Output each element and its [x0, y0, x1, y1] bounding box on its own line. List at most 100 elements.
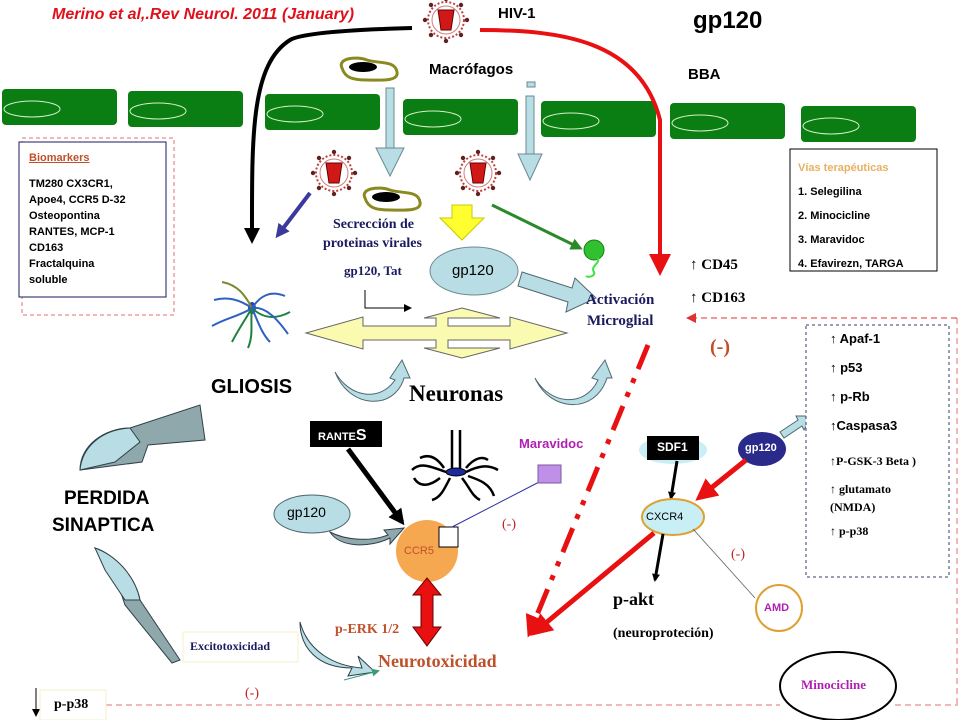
- biomarker-item: Apoe4, CCR5 D-32: [29, 194, 126, 206]
- hiv-to-gliosis-arrow: [243, 26, 413, 244]
- apoptosis-marker-item: ↑ glutamato: [830, 482, 891, 496]
- perdida-label-line2: SINAPTICA: [52, 515, 155, 536]
- macrophage-transit-arrow-right: [517, 81, 543, 182]
- gp120-right-label: gp120: [745, 442, 777, 454]
- apoptosis-markers-box: [805, 324, 950, 578]
- therapy-item: 3. Maravidoc: [798, 234, 865, 246]
- inhibit-label-amd: (-): [731, 547, 745, 562]
- macrophage-icon: [339, 56, 399, 82]
- citation: Merino et al,.Rev Neurol. 2011 (January): [52, 6, 355, 23]
- macrophage-icon: [362, 186, 422, 212]
- sdf1-to-cxcr4-arrow: [668, 460, 679, 500]
- gp120-to-cxcr4-arrow: [695, 458, 748, 501]
- therapy-item: 4. Efavirezn, TARGA: [798, 258, 904, 270]
- curved-arrow-right: [534, 358, 613, 406]
- neuroproteccion-label: (neuroproteción): [613, 626, 714, 641]
- rantes-label: RANTES: [318, 427, 367, 445]
- bba-cell: [127, 90, 244, 128]
- teal-arrow: [343, 668, 380, 681]
- amd-label: AMD: [764, 602, 790, 614]
- blood-brain-barrier: [1, 88, 917, 143]
- microglia-to-neurotoxicity-arrow: [525, 344, 651, 638]
- gp120-center-node: [429, 246, 519, 296]
- ccr5-label: CCR5: [404, 545, 434, 557]
- amd-inhibition-line: [692, 528, 756, 599]
- inhibit-label-bottom: (-): [245, 686, 259, 701]
- virus-icon: [453, 148, 503, 198]
- rantes-label-suffix: S: [355, 427, 367, 444]
- gp120-right-node: [738, 432, 786, 466]
- gp120-tat-arrow: [364, 290, 412, 312]
- therapy-item: 1. Selegilina: [798, 186, 862, 198]
- therapy-item: 2. Minocicline: [798, 210, 871, 222]
- pakt-label: p-akt: [613, 589, 655, 609]
- neuron-icon: [411, 430, 499, 502]
- sdf1-label: SDF1: [657, 440, 688, 454]
- excitotoxicidad-label: Excitotoxicidad: [190, 639, 270, 653]
- therapies-title: Vías terapéuticas: [798, 162, 889, 174]
- apoptosis-marker-item: ↑ Apaf-1: [830, 331, 881, 346]
- curved-arrow-left: [334, 358, 411, 402]
- macrofagos-label: Macrófagos: [429, 61, 514, 78]
- maravidoc-label: Maravidoc: [519, 436, 584, 451]
- virus-to-microglia-arrow: [491, 203, 583, 250]
- apoptosis-markers-content: ↑ Apaf-1 ↑ p53 ↑ p-Rb ↑Caspasa3 ↑P-GSK-3…: [830, 331, 916, 539]
- rantes-to-ccr5-arrow: [345, 447, 405, 526]
- perdida-label-line1: PERDIDA: [64, 488, 150, 509]
- activacion-label-line1: Activación: [586, 292, 655, 308]
- apoptosis-marker-item: ↑ p-Rb: [830, 389, 870, 404]
- bba-cell: [264, 93, 381, 131]
- inhibit-label-top: (-): [710, 336, 730, 358]
- gp120-tat-label: gp120, Tat: [344, 263, 402, 278]
- cxcr4-label: CXCR4: [646, 511, 684, 523]
- activacion-label-line2: Microglial: [587, 313, 654, 329]
- biomarker-item: Fractalquina: [29, 258, 95, 270]
- perk-label: p-ERK 1/2: [335, 622, 400, 637]
- rantes-box: [310, 421, 382, 447]
- cxcr4-to-pakt-arrow: [652, 533, 665, 582]
- bba-label: BBA: [688, 66, 721, 83]
- bba-cell: [669, 102, 786, 140]
- biomarker-item: RANTES, MCP-1: [29, 226, 115, 238]
- neuron-interaction-cross-arrow: [304, 307, 569, 359]
- maravidoc-inhibition-line: [451, 478, 546, 528]
- hiv-virus-icon: [421, 0, 471, 45]
- bba-cell: [402, 98, 519, 136]
- bba-cell: [800, 105, 917, 143]
- astrocyte-icon: [211, 281, 291, 349]
- gp120-title: gp120: [693, 7, 763, 34]
- apoptosis-marker-item: ↑ p53: [830, 360, 863, 375]
- biomarkers-content: Biomarkers TM280 CX3CR1, Apoe4, CCR5 D-3…: [29, 150, 126, 288]
- amd-circle: [755, 584, 803, 632]
- biomarker-item: Osteopontina: [29, 210, 100, 222]
- biomarker-item: TM280 CX3CR1,: [29, 178, 113, 190]
- biomarkers-title: Biomarkers: [29, 152, 90, 164]
- cd45-label: ↑ CD45: [690, 257, 738, 273]
- apoptosis-marker-item: (NMDA): [830, 500, 876, 514]
- minocicline-label: Minocicline: [801, 677, 866, 692]
- macrophage-transit-arrow-left: [375, 87, 405, 178]
- gp120-left-node: [273, 494, 351, 534]
- bba-cell: [540, 100, 657, 138]
- inhibit-label-ccr5: (-): [502, 517, 516, 532]
- sdf1-box: [647, 436, 699, 460]
- maravidoc-square: [537, 464, 562, 484]
- virus-icon: [309, 148, 359, 198]
- bba-cell: [1, 88, 118, 126]
- rantes-label-prefix: RANTE: [318, 431, 356, 443]
- virus-to-glia-arrow: [275, 191, 312, 239]
- gp120-left-label: gp120: [287, 504, 326, 520]
- minocicline-ellipse: [779, 651, 897, 720]
- cxcr4-to-neurotoxicity-arrow: [530, 531, 656, 636]
- ccr5-blocker-square: [438, 526, 459, 548]
- biomarkers-box: [18, 141, 167, 298]
- ccr5-neurotoxicity-double-arrow: [411, 577, 443, 647]
- secrecion-label-line2: proteinas virales: [323, 236, 422, 251]
- neuronas-label: Neuronas: [409, 381, 504, 406]
- cxcr4-receptor: [641, 498, 705, 536]
- therapies-content: Vías terapéuticas 1. Selegilina 2. Minoc…: [798, 156, 904, 276]
- cd163-label: ↑ CD163: [690, 290, 746, 306]
- hiv-label: HIV-1: [498, 5, 536, 22]
- therapies-box: [789, 148, 938, 272]
